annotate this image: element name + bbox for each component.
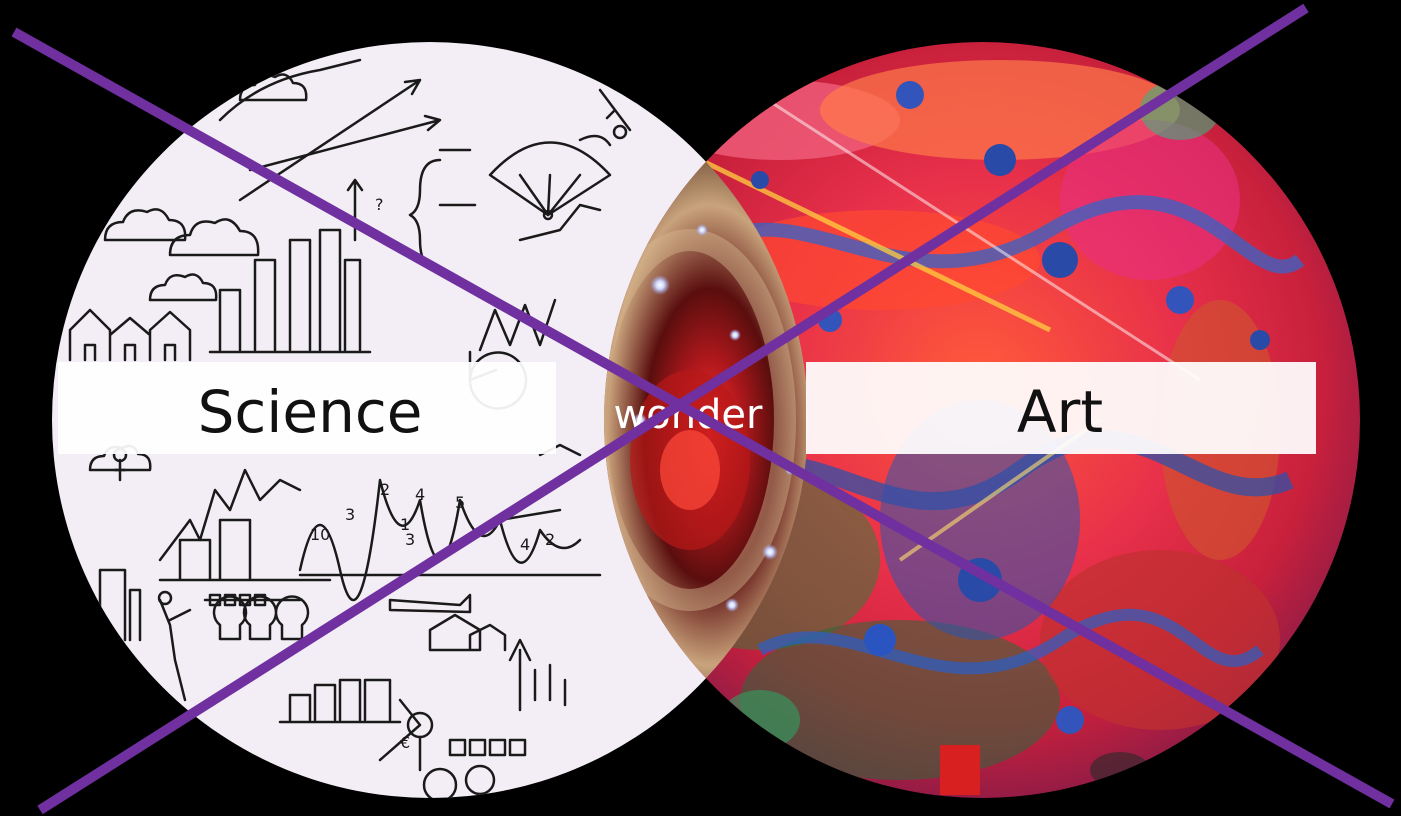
cross-out-mark xyxy=(11,3,1395,815)
svg-text:5: 5 xyxy=(455,493,465,512)
science-numbers: 2 4 5 10 3 1 3 4 2 ? € xyxy=(310,195,555,752)
label-band xyxy=(58,362,1316,454)
svg-text:3: 3 xyxy=(405,530,415,549)
svg-text:2: 2 xyxy=(545,530,555,549)
cross-line-right-to-left xyxy=(37,3,1309,815)
cross-line-left-to-right xyxy=(11,27,1395,809)
svg-text:1: 1 xyxy=(400,515,410,534)
svg-text:3: 3 xyxy=(345,505,355,524)
science-label: Science xyxy=(198,378,423,446)
svg-text:10: 10 xyxy=(310,525,330,544)
svg-text:4: 4 xyxy=(520,535,530,554)
art-label: Art xyxy=(1017,378,1103,446)
svg-text:?: ? xyxy=(375,195,384,214)
svg-text:2: 2 xyxy=(380,480,390,499)
svg-text:€: € xyxy=(400,733,410,752)
svg-text:4: 4 xyxy=(415,485,425,504)
